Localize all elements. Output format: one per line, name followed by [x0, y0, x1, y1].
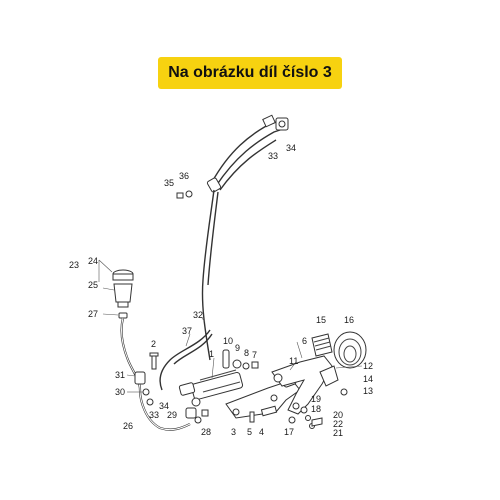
- label-23: 23: [69, 260, 79, 270]
- banner-title: Na obrázku díl číslo 3: [168, 64, 332, 81]
- label-33-lower: 33: [149, 410, 159, 420]
- label-30: 30: [115, 387, 125, 397]
- label-1: 1: [209, 349, 214, 359]
- label-10: 10: [223, 336, 233, 346]
- label-27: 27: [88, 309, 98, 319]
- label-34-lower: 34: [159, 401, 169, 411]
- label-9: 9: [235, 343, 240, 353]
- bolt-5: [249, 411, 255, 423]
- label-36: 36: [179, 171, 189, 181]
- label-12: 12: [363, 361, 373, 371]
- lower-fitting: [185, 407, 209, 424]
- label-13: 13: [363, 386, 373, 396]
- label-5: 5: [247, 427, 252, 437]
- fluid-reservoir: [112, 269, 134, 319]
- label-16: 16: [344, 315, 354, 325]
- pedal-pad-16: [333, 331, 367, 369]
- bolt-2: [149, 352, 159, 370]
- label-19: 19: [311, 394, 321, 404]
- label-8: 8: [244, 348, 249, 358]
- label-7: 7: [252, 350, 257, 360]
- small-parts-14-13: [319, 365, 348, 396]
- label-37: 37: [182, 326, 192, 336]
- upper-cable-assembly: [206, 114, 289, 193]
- label-15: 15: [316, 315, 326, 325]
- part-number-labels: 33 34 35 36 23 24 25 27 32 37 2 10 9 8 7…: [69, 143, 373, 438]
- label-29: 29: [167, 410, 177, 420]
- label-20: 20: [333, 410, 343, 420]
- bolt-35-36: [176, 190, 193, 199]
- label-14: 14: [363, 374, 373, 384]
- long-cable: [201, 189, 215, 361]
- label-28: 28: [201, 427, 211, 437]
- leader-lines: [98, 259, 363, 393]
- label-24: 24: [88, 256, 98, 266]
- label-11: 11: [289, 356, 298, 366]
- label-31: 31: [115, 370, 125, 380]
- pressure-pipe: [159, 329, 211, 391]
- label-21: 21: [333, 428, 343, 438]
- label-18: 18: [311, 404, 321, 414]
- part-number-banner: Na obrázku díl číslo 3: [158, 57, 342, 89]
- label-22: 22: [333, 419, 343, 429]
- small-parts-17-22: [288, 406, 323, 429]
- pedal-pad-15: [311, 333, 333, 357]
- label-35: 35: [164, 178, 174, 188]
- small-parts-10-7: [222, 349, 259, 370]
- label-32: 32: [193, 310, 203, 320]
- label-33: 33: [268, 151, 278, 161]
- label-6: 6: [302, 336, 307, 346]
- label-25: 25: [88, 280, 98, 290]
- bracket-part-3: [225, 379, 301, 419]
- label-17: 17: [284, 427, 294, 437]
- master-cylinder: [178, 369, 244, 407]
- label-4: 4: [259, 427, 264, 437]
- label-34: 34: [286, 143, 296, 153]
- label-2: 2: [151, 339, 156, 349]
- label-26: 26: [123, 421, 133, 431]
- label-3: 3: [231, 427, 236, 437]
